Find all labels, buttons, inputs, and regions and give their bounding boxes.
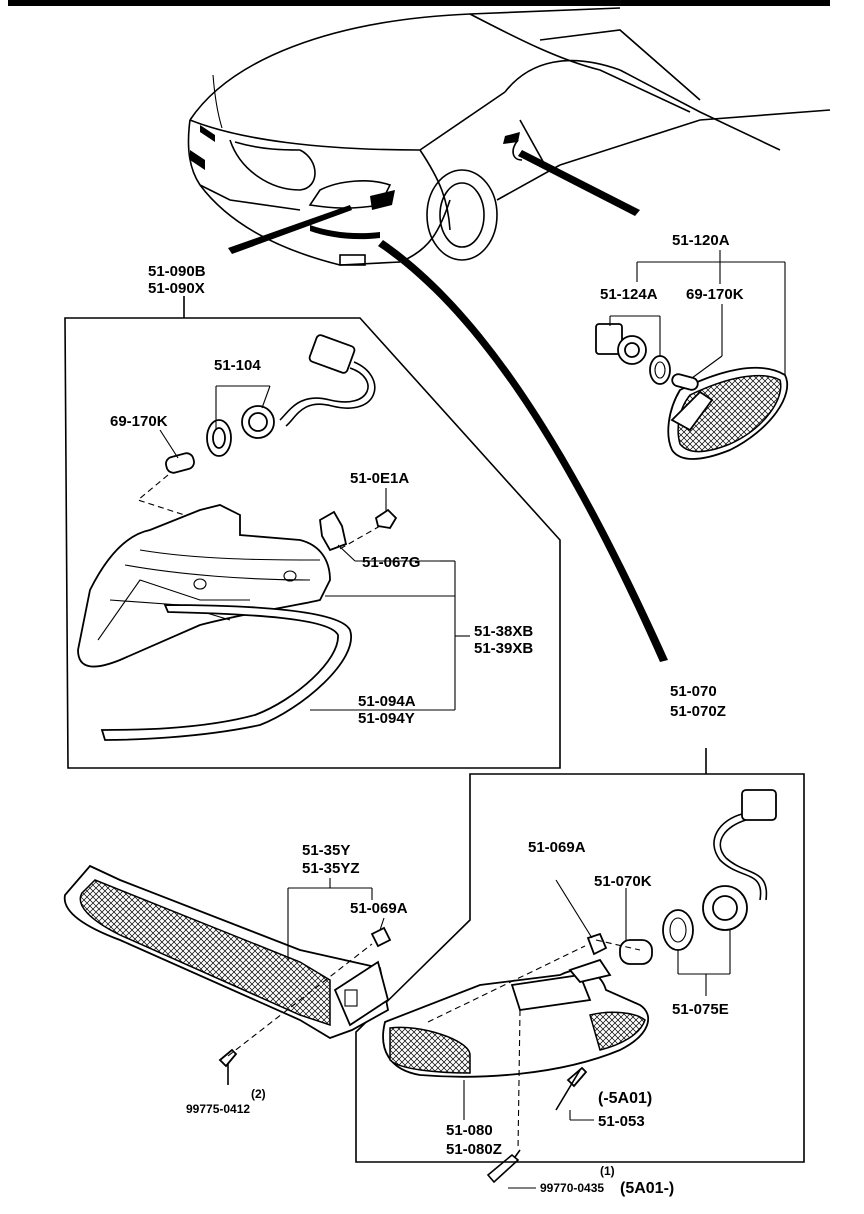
label-51-090x: 51-090X — [148, 280, 205, 297]
screw-99770 — [486, 1153, 520, 1184]
label-51-075e: 51-075E — [672, 1001, 729, 1018]
socket-harness-51-104 — [206, 334, 376, 457]
label-51-090b: 51-090B — [148, 263, 206, 280]
label-69-170k-b: 69-170K — [686, 286, 744, 303]
label-51-39xb: 51-39XB — [474, 640, 533, 657]
bulb-69-170k-b — [671, 373, 699, 391]
box-bumper-light — [355, 773, 805, 1163]
screw-51-053 — [566, 1066, 588, 1088]
harness-51-075e — [662, 789, 777, 951]
bulb-51-070k — [619, 939, 653, 965]
box-front-corner — [64, 317, 561, 769]
leader-side — [518, 150, 640, 216]
label-51-067g: 51-067G — [362, 554, 420, 571]
top-border — [8, 0, 830, 6]
bulb-69-170k-a — [165, 452, 195, 474]
label-99770-0435: 99770-0435 — [540, 1181, 604, 1195]
label-51-35yz: 51-35YZ — [302, 860, 360, 877]
side-marker-51-120a — [667, 366, 789, 460]
label-51-080z: 51-080Z — [446, 1141, 502, 1158]
turn-lamp-51-080 — [382, 958, 650, 1078]
label-qty-1: (1) — [600, 1164, 615, 1178]
gasket-51-094a — [100, 604, 352, 741]
car-illustration — [187, 7, 831, 266]
nut-51-067g — [319, 510, 348, 552]
label-51-070z: 51-070Z — [670, 703, 726, 720]
label-5a01-a: (-5A01) — [598, 1090, 652, 1107]
label-51-124a: 51-124A — [600, 286, 658, 303]
label-51-069a-b: 51-069A — [528, 839, 586, 856]
label-69-170k-a: 69-170K — [110, 413, 168, 430]
label-51-053: 51-053 — [598, 1113, 645, 1130]
label-51-070k: 51-070K — [594, 873, 652, 890]
label-51-069a-a: 51-069A — [350, 900, 408, 917]
bumper-lamp-51-35y — [63, 864, 390, 1039]
label-qty-2: (2) — [251, 1087, 266, 1101]
clip-51-069a-b — [586, 932, 608, 956]
leader-bumper — [378, 240, 668, 662]
label-51-080: 51-080 — [446, 1122, 493, 1139]
label-5a01-b: (5A01-) — [620, 1180, 674, 1197]
leader-front-left — [228, 205, 352, 254]
label-51-120a: 51-120A — [672, 232, 730, 249]
label-51-35y: 51-35Y — [302, 842, 350, 859]
clip-51-069a-a — [370, 926, 392, 948]
label-51-070: 51-070 — [670, 683, 717, 700]
label-51-38xb: 51-38XB — [474, 623, 533, 640]
socket-51-124a — [595, 323, 647, 365]
clip-51-0e1a — [374, 508, 398, 529]
label-51-094y: 51-094Y — [358, 710, 415, 727]
label-51-0e1a: 51-0E1A — [350, 470, 409, 487]
label-51-104: 51-104 — [214, 357, 261, 374]
label-99775-0412: 99775-0412 — [186, 1102, 250, 1116]
ring-51-124a — [649, 355, 671, 385]
screw-99775 — [218, 1048, 238, 1068]
label-51-094a: 51-094A — [358, 693, 416, 710]
corner-lens-51-38xb — [77, 504, 331, 668]
